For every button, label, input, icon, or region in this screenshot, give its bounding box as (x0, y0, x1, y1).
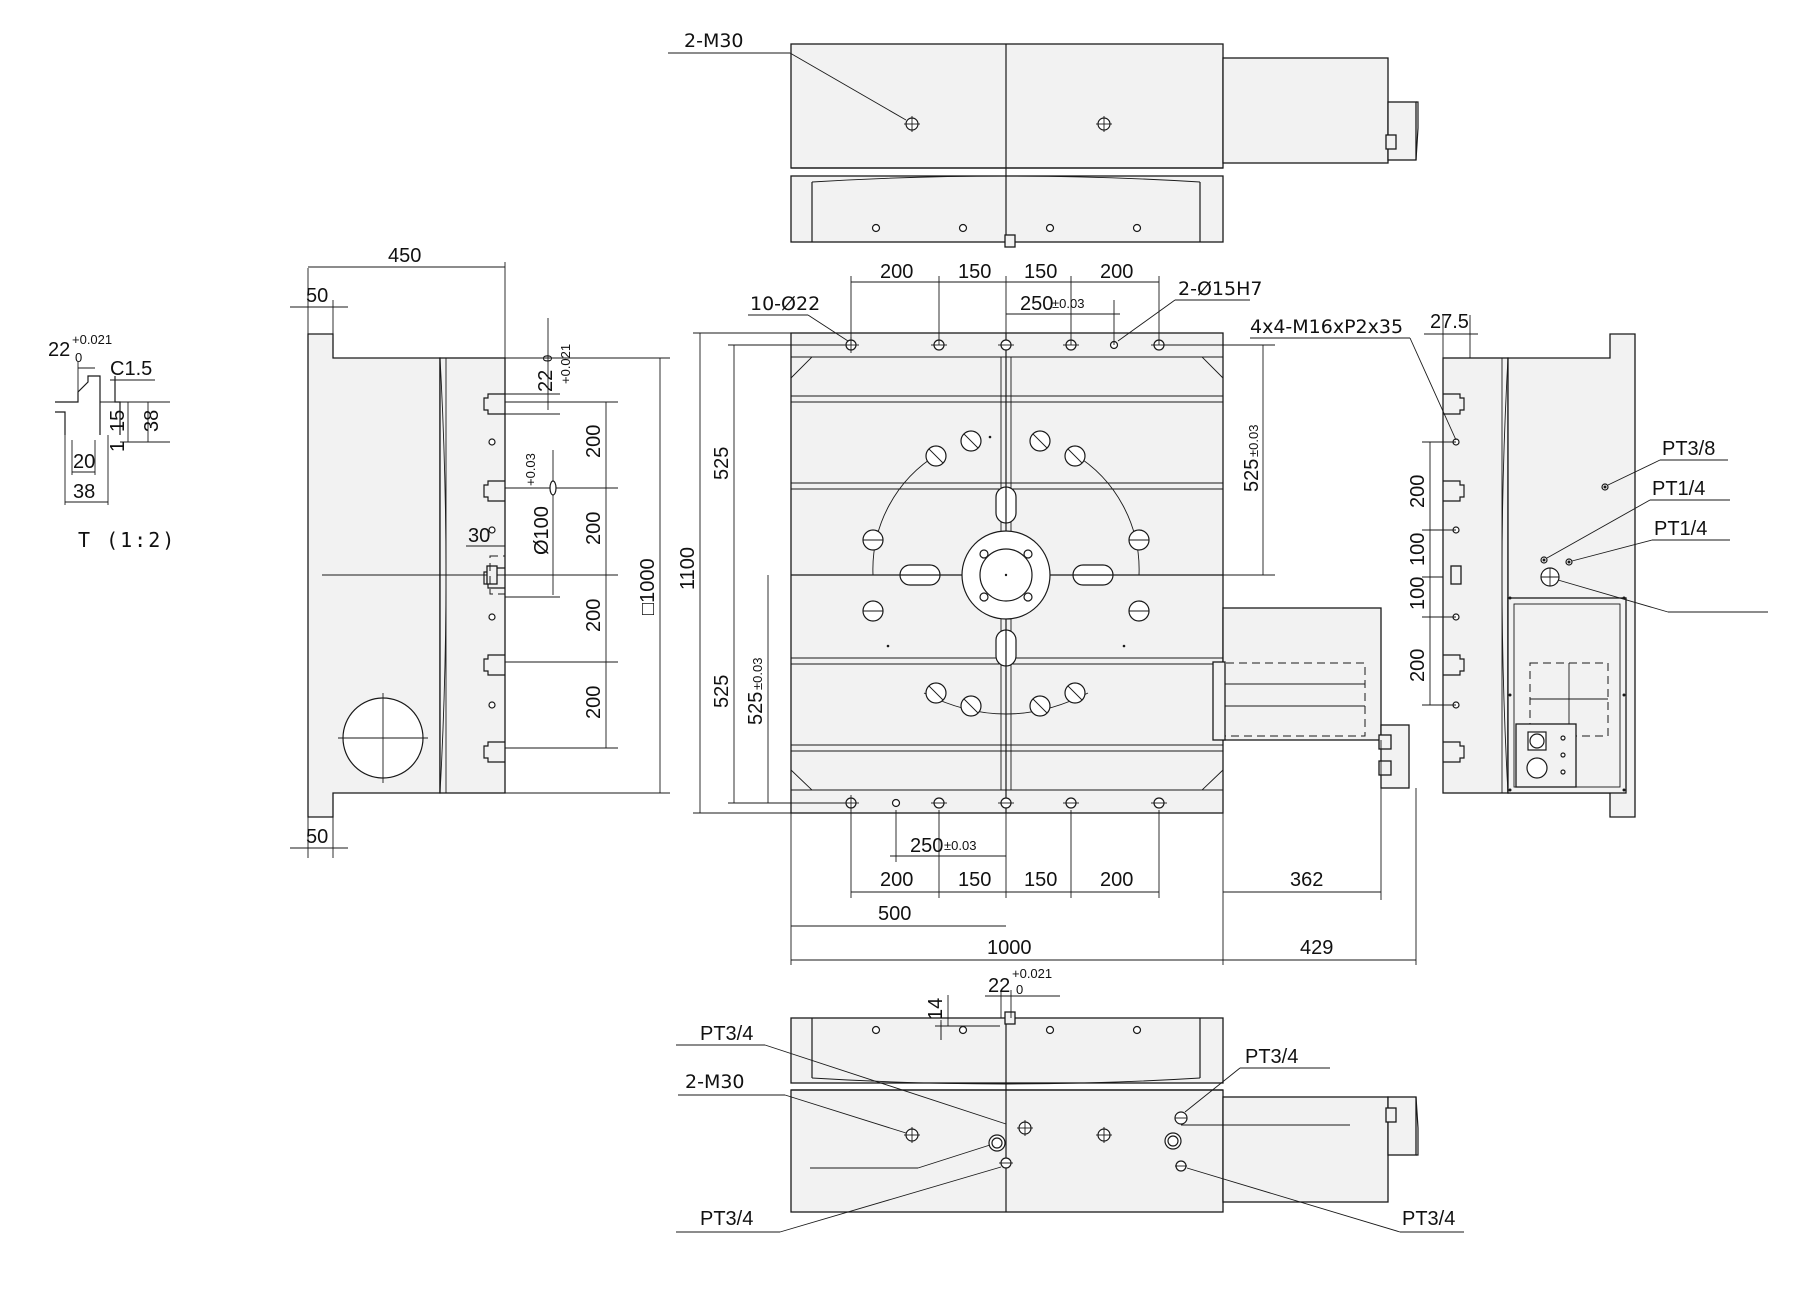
plan-bot-150a: 150 (958, 869, 991, 891)
left-pitch-2: 200 (583, 512, 605, 545)
plan-pin-label: 2-Ø15H7 (1178, 278, 1262, 300)
plan-right-525: 525 (1241, 459, 1263, 492)
right-pitch-200b: 200 (1407, 649, 1429, 682)
left-tol-003: +0.03 (523, 453, 538, 486)
plan-left-525a: 525 (711, 447, 733, 480)
left-pitch-3: 200 (583, 599, 605, 632)
plan-top-200b: 200 (1100, 261, 1133, 283)
detail-dim-38h: 38 (73, 481, 95, 503)
right-pt14a: PT1/4 (1652, 478, 1705, 500)
plan-clamp-holes (862, 430, 1150, 717)
plan-right-525-tol: ±0.03 (1246, 425, 1261, 457)
plan-top-200a: 200 (880, 261, 913, 283)
detail-caption: T (1:2) (78, 528, 176, 552)
detail-chamfer: C1.5 (110, 358, 152, 380)
right-pitch-100a: 100 (1407, 533, 1429, 566)
bottom-pt34-bl: PT3/4 (700, 1208, 753, 1230)
left-slots (483, 393, 506, 763)
left-square-1000: □1000 (637, 558, 659, 615)
plan-top-150b: 150 (1024, 261, 1057, 283)
bottom-pt34-br: PT3/4 (1402, 1208, 1455, 1230)
detail-dim-22: 22 (48, 339, 70, 361)
plan-dim-362: 362 (1290, 869, 1323, 891)
plan-bot-200b: 200 (1100, 869, 1133, 891)
top-view: 2-M30 (668, 30, 1419, 248)
detail-dim-20: 20 (73, 451, 95, 473)
right-pt14b: PT1/4 (1654, 518, 1707, 540)
plan-mid-525-tol: ±0.03 (750, 658, 765, 690)
left-pitch-4: 200 (583, 686, 605, 719)
detail-tol-lower: 0 (75, 350, 82, 365)
plan-dim-1100: 1100 (677, 547, 699, 590)
bottom-tol-lower: 0 (1016, 982, 1023, 997)
right-side-view: 200 100 100 200 27.5 4x4-M16xP2x35 PT3/8… (1250, 311, 1768, 818)
left-tol-upper: +0.021 (558, 344, 573, 384)
left-dia-100: Ø100 (531, 506, 553, 555)
bottom-dim-22: 22 (988, 975, 1010, 997)
detail-dim-1: 1 (107, 441, 129, 452)
plan-top-150a: 150 (958, 261, 991, 283)
detail-tol-upper: +0.021 (72, 332, 112, 347)
plan-dim-250-top: 250 (1020, 293, 1053, 315)
right-pt38: PT3/8 (1662, 438, 1715, 460)
left-dim-30: 30 (468, 525, 490, 547)
right-pitch-200a: 200 (1407, 475, 1429, 508)
plan-dim-500: 500 (878, 903, 911, 925)
right-dim-27-5: 27.5 (1430, 311, 1469, 333)
t-slot-detail: 22 +0.021 0 C1.5 15 38 20 1 38 T (1:2) (48, 332, 176, 552)
plan-holes-label: 10-Ø22 (750, 293, 820, 315)
bottom-tol-upper: +0.021 (1012, 966, 1052, 981)
plan-tol-250-top: ±0.03 (1052, 296, 1084, 311)
left-dim-50-top: 50 (306, 285, 328, 307)
left-pitch-1: 200 (583, 425, 605, 458)
plan-mid-525: 525 (745, 692, 767, 725)
left-side-view: 450 50 50 22 +0.021 0 200 200 200 200 Ø1… (290, 245, 670, 858)
plan-bot-150b: 150 (1024, 869, 1057, 891)
plan-dim-250-bot: 250 (910, 835, 943, 857)
left-dim-450: 450 (388, 245, 421, 267)
bottom-pt34-tr: PT3/4 (1245, 1046, 1298, 1068)
bottom-pt34-tl: PT3/4 (700, 1023, 753, 1045)
plan-dim-429: 429 (1300, 937, 1333, 959)
left-dim-50-bottom: 50 (306, 826, 328, 848)
bottom-view: 14 22 +0.021 0 PT3/4 2-M30 PT3/4 PT3/4 P… (676, 966, 1464, 1233)
plan-dim-1000: 1000 (987, 937, 1032, 959)
left-dim-22: 22 (535, 370, 557, 392)
top-m30-label: 2-M30 (684, 30, 744, 52)
plan-bot-200a: 200 (880, 869, 913, 891)
right-pitch-100b: 100 (1407, 577, 1429, 610)
bottom-m30-label: 2-M30 (685, 1071, 745, 1093)
plan-tol-250-bot: ±0.03 (944, 838, 976, 853)
right-thread-label: 4x4-M16xP2x35 (1250, 316, 1403, 338)
detail-dim-38v: 38 (141, 410, 163, 432)
plan-view: 200 150 150 200 250 ±0.03 10-Ø22 2-Ø15H7… (677, 261, 1417, 965)
detail-dim-15: 15 (107, 410, 129, 432)
bottom-dim-14: 14 (925, 998, 947, 1020)
plan-left-525b: 525 (711, 675, 733, 708)
